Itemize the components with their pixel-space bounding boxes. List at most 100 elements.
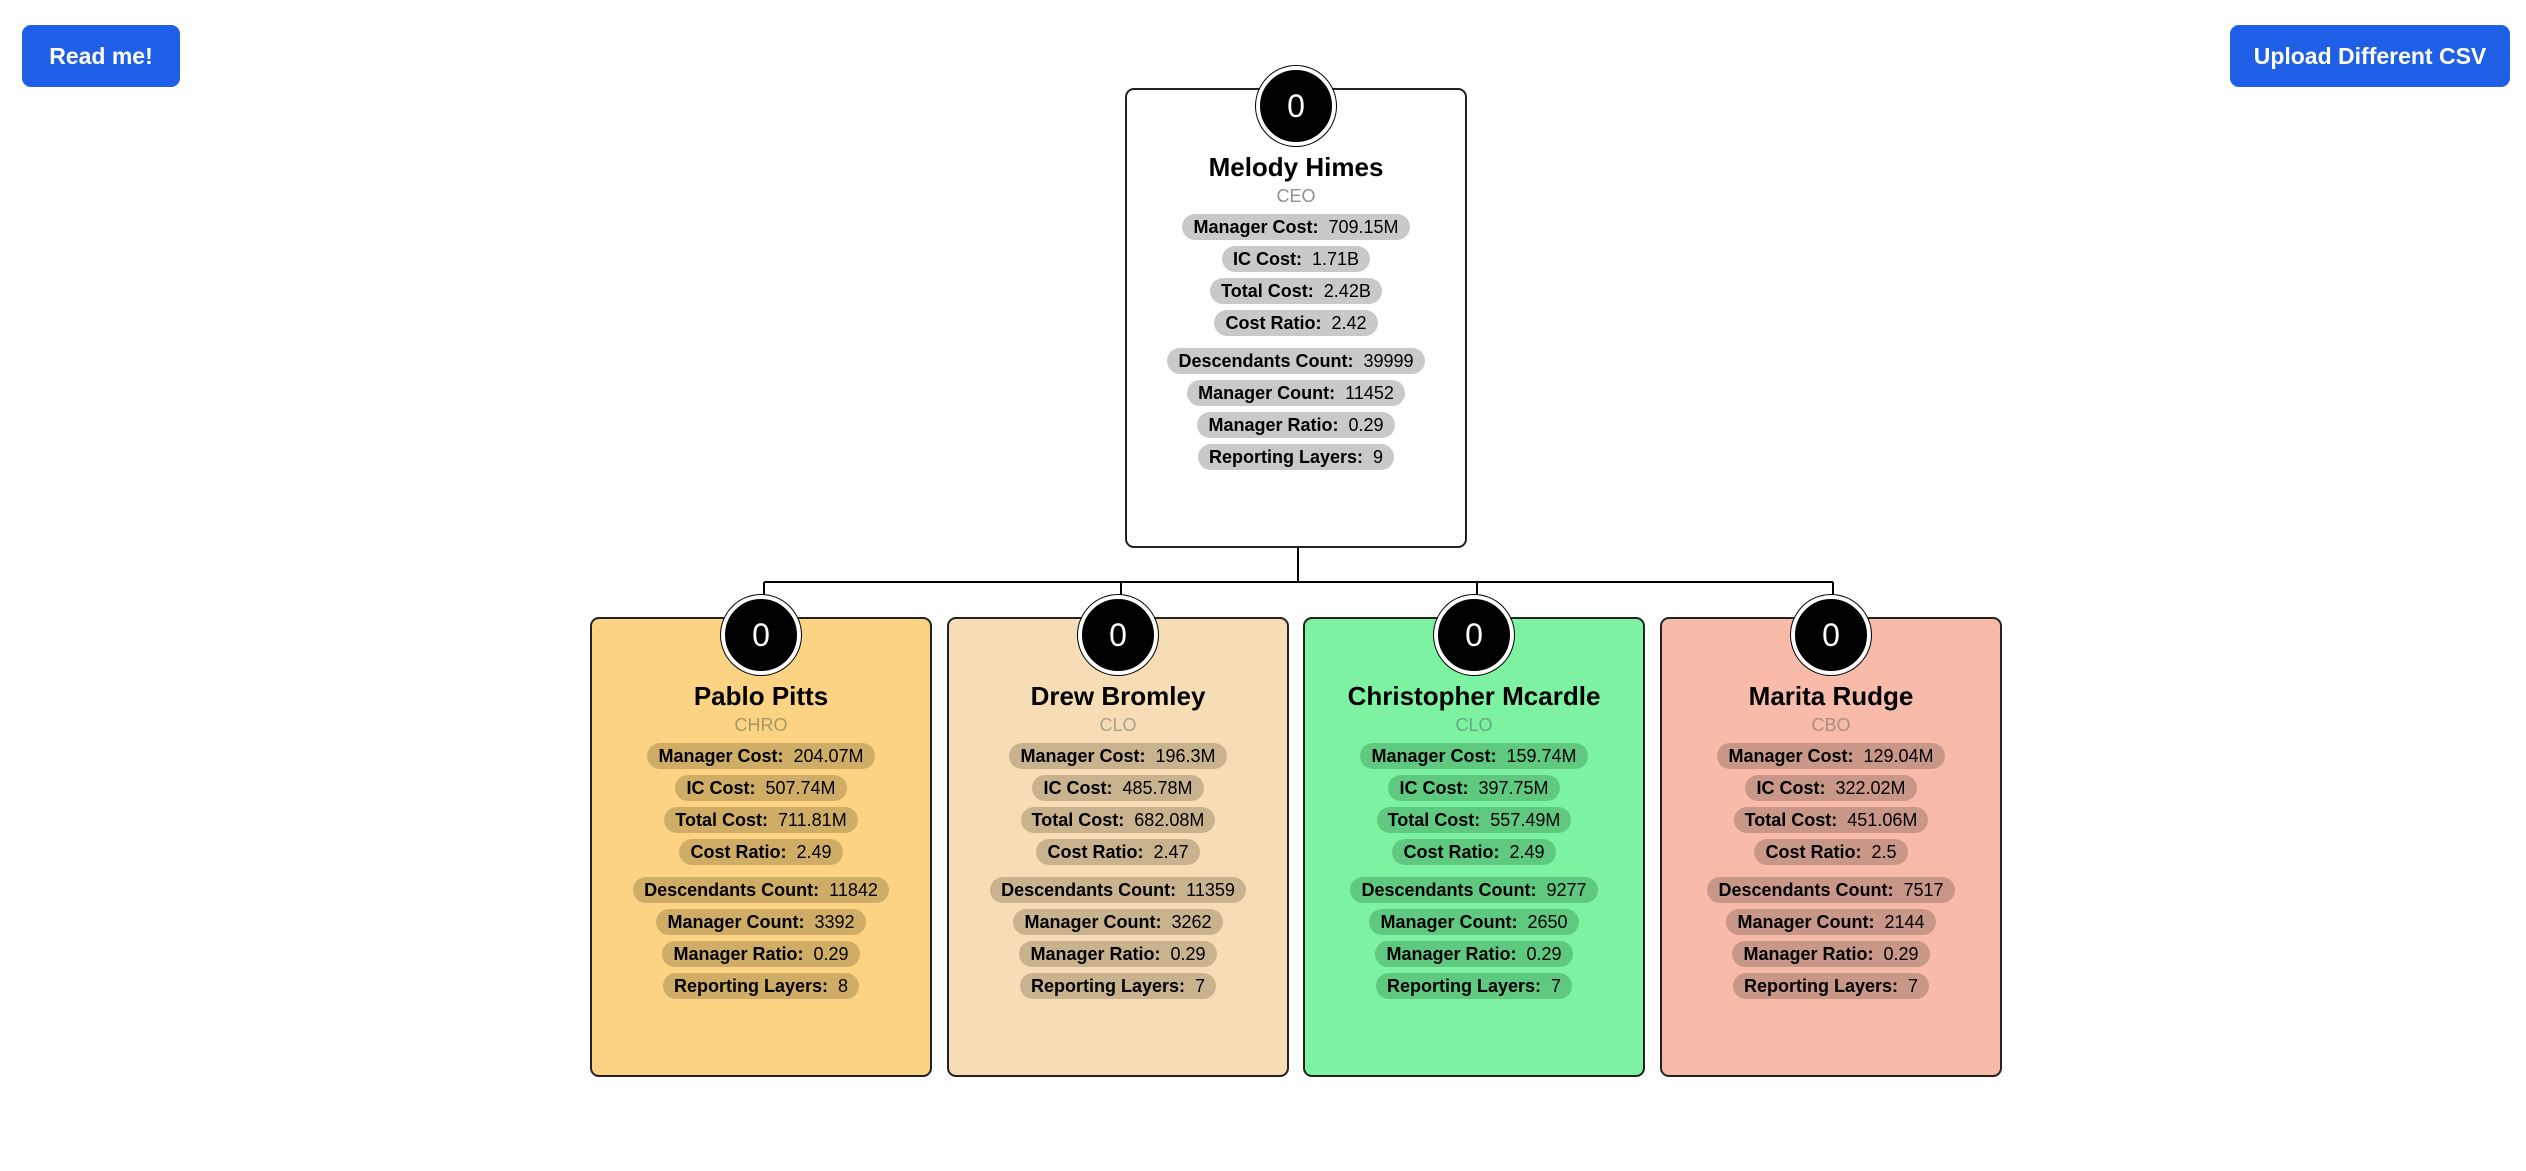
stat-label: IC Cost: bbox=[1399, 777, 1469, 798]
stat-manager-ratio: Manager Ratio:0.29 bbox=[1019, 941, 1217, 967]
stat-ic-cost: IC Cost:507.74M bbox=[675, 775, 847, 801]
node-count-badge[interactable]: 0 bbox=[1078, 595, 1158, 675]
stat-cost-ratio: Cost Ratio: 2.42 bbox=[1214, 310, 1378, 336]
stat-cost-ratio: Cost Ratio:2.5 bbox=[1754, 839, 1908, 865]
stat-label: Manager Count: bbox=[1024, 911, 1162, 932]
person-title: CHRO bbox=[734, 715, 788, 735]
org-card-chro[interactable]: 0 Pablo Pitts CHRO Manager Cost:204.07M … bbox=[590, 595, 932, 1077]
stat-manager-count: Manager Count: 3262 bbox=[1013, 909, 1223, 935]
stat-manager-count: Manager Count:2650 bbox=[1369, 909, 1579, 935]
org-card-clo[interactable]: 0 Drew Bromley CLO Manager Cost:196.3M I… bbox=[947, 595, 1289, 1077]
stat-label: Manager Cost: bbox=[1020, 745, 1146, 766]
stat-label: IC Cost: bbox=[1043, 777, 1113, 798]
stat-label: Manager Ratio: bbox=[1743, 943, 1874, 964]
stat-reporting-layers: Reporting Layers:9 bbox=[1197, 444, 1395, 470]
stat-label: Descendants Count: bbox=[1001, 879, 1177, 900]
stat-value: 9 bbox=[1373, 446, 1384, 467]
person-title: CEO bbox=[1276, 186, 1316, 206]
stat-value: 196.3M bbox=[1155, 745, 1216, 766]
stat-value: 322.02M bbox=[1835, 777, 1906, 798]
stat-value: 682.08M bbox=[1134, 809, 1205, 830]
stat-label: Cost Ratio: bbox=[1047, 841, 1144, 862]
stat-label: Manager Count: bbox=[667, 911, 805, 932]
stat-label: Reporting Layers: bbox=[1386, 975, 1541, 996]
stat-ic-cost: IC Cost: 322.02M bbox=[1745, 775, 1917, 801]
stat-label: Cost Ratio: bbox=[1225, 312, 1322, 333]
stat-value: 7517 bbox=[1903, 879, 1944, 900]
stat-value: 3392 bbox=[814, 911, 855, 932]
person-title: CLO bbox=[1455, 715, 1493, 735]
stat-descendants-count: Descendants Count: 11359 bbox=[990, 877, 1246, 903]
node-count-badge[interactable]: 0 bbox=[1791, 595, 1871, 675]
stat-value: 0.29 bbox=[1526, 943, 1562, 964]
stat-value: 3262 bbox=[1171, 911, 1212, 932]
stat-value: 7 bbox=[1195, 975, 1206, 996]
stat-value: 397.75M bbox=[1478, 777, 1549, 798]
stat-label: IC Cost: bbox=[1756, 777, 1826, 798]
stat-value: 7 bbox=[1551, 975, 1562, 996]
stat-total-cost: Total Cost:682.08M bbox=[1020, 807, 1216, 833]
read-me-button[interactable]: Read me! bbox=[22, 25, 180, 87]
stat-value: 485.78M bbox=[1122, 777, 1193, 798]
stat-descendants-count: Descendants Count: 7517 bbox=[1707, 877, 1955, 903]
stat-label: Descendants Count: bbox=[1178, 350, 1354, 371]
stat-label: Descendants Count: bbox=[1718, 879, 1894, 900]
stat-value: 129.04M bbox=[1863, 745, 1934, 766]
org-card-cbo[interactable]: 0 Marita Rudge CBO Manager Cost:129.04M … bbox=[1660, 595, 2002, 1077]
stat-total-cost: Total Cost: 2.42B bbox=[1210, 278, 1382, 304]
stat-value: 0.29 bbox=[1170, 943, 1206, 964]
stat-value: 0.29 bbox=[813, 943, 849, 964]
stat-value: 8 bbox=[838, 975, 849, 996]
stat-label: Manager Cost: bbox=[1193, 216, 1319, 237]
stat-value: 2144 bbox=[1884, 911, 1925, 932]
stat-total-cost: Total Cost:711.81M bbox=[664, 807, 858, 833]
person-name: Pablo Pitts bbox=[693, 681, 829, 711]
stat-reporting-layers: Reporting Layers: 7 bbox=[1375, 973, 1573, 999]
stat-manager-cost: Manager Cost:159.74M bbox=[1360, 743, 1588, 769]
stat-value: 2650 bbox=[1527, 911, 1568, 932]
stat-manager-cost: Manager Cost:129.04M bbox=[1717, 743, 1945, 769]
node-count-badge[interactable]: 0 bbox=[1256, 66, 1336, 146]
stat-label: Total Cost: bbox=[1221, 280, 1314, 301]
stat-total-cost: Total Cost:451.06M bbox=[1733, 807, 1929, 833]
node-count-badge[interactable]: 0 bbox=[1434, 595, 1514, 675]
stat-value: 11359 bbox=[1186, 879, 1235, 900]
stat-value: 1.71B bbox=[1311, 248, 1360, 269]
stat-label: Reporting Layers: bbox=[1743, 975, 1898, 996]
stats-list: Manager Cost:129.04M IC Cost: 322.02M Tot… bbox=[1662, 743, 2000, 1005]
stat-manager-cost: Manager Cost: 204.07M bbox=[647, 743, 875, 769]
person-name: Marita Rudge bbox=[1748, 681, 1914, 711]
upload-csv-button[interactable]: Upload Different CSV bbox=[2230, 25, 2510, 87]
stat-label: Reporting Layers: bbox=[673, 975, 828, 996]
stat-cost-ratio: Cost Ratio:2.49 bbox=[1392, 839, 1556, 865]
person-name: Christopher Mcardle bbox=[1347, 681, 1601, 711]
stat-ic-cost: IC Cost: 397.75M bbox=[1388, 775, 1560, 801]
stat-manager-count: Manager Count:11452 bbox=[1187, 380, 1405, 406]
stat-label: Cost Ratio: bbox=[1403, 841, 1500, 862]
stat-label: Manager Count: bbox=[1737, 911, 1875, 932]
stat-label: Manager Cost: bbox=[1371, 745, 1497, 766]
stat-value: 2.42 bbox=[1331, 312, 1367, 333]
person-name: Drew Bromley bbox=[1030, 681, 1206, 711]
stat-manager-count: Manager Count: 3392 bbox=[656, 909, 866, 935]
org-card-ceo[interactable]: 0 Melody Himes CEO Manager Cost:709.15M … bbox=[1125, 66, 1467, 548]
stat-label: Manager Cost: bbox=[658, 745, 784, 766]
stat-label: Manager Ratio: bbox=[1386, 943, 1517, 964]
stat-label: Cost Ratio: bbox=[690, 841, 787, 862]
stat-value: 204.07M bbox=[793, 745, 864, 766]
stat-cost-ratio: Cost Ratio:2.47 bbox=[1036, 839, 1200, 865]
stat-value: 507.74M bbox=[765, 777, 836, 798]
stat-label: IC Cost: bbox=[1232, 248, 1302, 269]
org-card-clo[interactable]: 0 Christopher Mcardle CLO Manager Cost:1… bbox=[1303, 595, 1645, 1077]
stat-label: Manager Ratio: bbox=[1208, 414, 1339, 435]
stat-reporting-layers: Reporting Layers:7 bbox=[1019, 973, 1217, 999]
node-count-badge[interactable]: 0 bbox=[721, 595, 801, 675]
stat-value: 2.5 bbox=[1871, 841, 1897, 862]
stat-manager-ratio: Manager Ratio:0.29 bbox=[1197, 412, 1395, 438]
stat-label: Descendants Count: bbox=[1361, 879, 1537, 900]
stat-value: 0.29 bbox=[1883, 943, 1919, 964]
stat-value: 9277 bbox=[1546, 879, 1587, 900]
stat-value: 557.49M bbox=[1490, 809, 1561, 830]
stat-value: 2.42B bbox=[1323, 280, 1371, 301]
stat-value: 2.49 bbox=[796, 841, 832, 862]
